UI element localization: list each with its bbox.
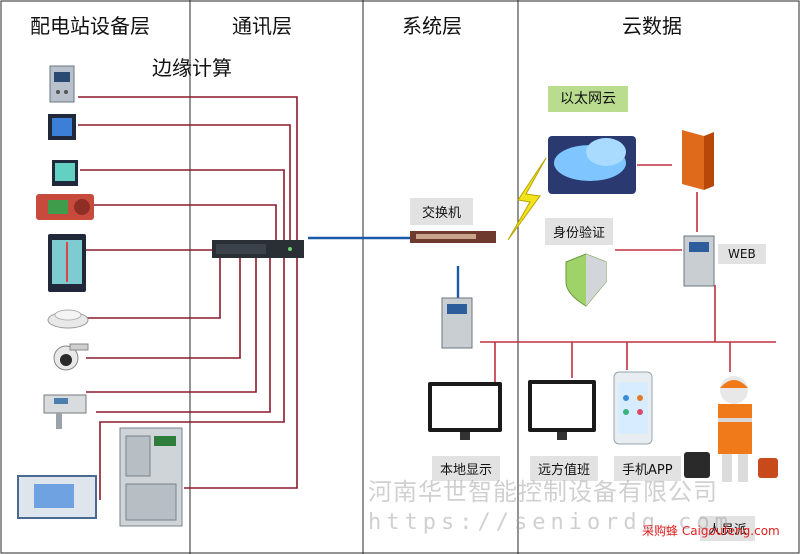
monitor-unit-icon: [17, 475, 97, 519]
wire-1: [78, 96, 298, 240]
header-communication-layer: 通讯层: [232, 14, 292, 38]
wire-3: [80, 169, 285, 240]
wire-7: [86, 258, 241, 359]
multifunction-meter-icon: [52, 160, 78, 186]
ethernet-cloud-label: 以太网云: [548, 86, 628, 112]
protection-relay-icon: [49, 65, 75, 103]
header-device-layer: 配电站设备层: [30, 14, 150, 38]
web-server-icon: [683, 235, 715, 287]
network-switch-icon: [410, 231, 496, 243]
auth-label: 身份验证: [545, 218, 614, 245]
wire-6: [86, 258, 221, 319]
wire-9: [96, 258, 271, 413]
remote-monitor-icon: [528, 380, 596, 440]
wire-2: [78, 124, 291, 240]
edge-computing-label: 边缘计算: [152, 56, 232, 80]
blue-links: [308, 236, 460, 298]
switch-label: 交换机: [410, 198, 474, 225]
web-label: WEB: [718, 244, 766, 264]
remote-duty-label: 远方值班: [530, 456, 599, 481]
humidity-sensor-icon: [43, 394, 87, 429]
wire-11: [184, 258, 298, 489]
edge-gateway-icon: [212, 240, 304, 258]
local-server-icon: [441, 297, 473, 349]
smartphone-icon: [613, 371, 653, 445]
header-system-layer: 系统层: [402, 14, 462, 38]
header-cloud-data: 云数据: [622, 14, 682, 38]
switchgear-cabinet-icon: [119, 427, 183, 527]
display-panel-icon: [48, 234, 86, 292]
local-monitor-icon: [428, 382, 502, 440]
lightning-icon: [507, 157, 547, 241]
device-wires: [78, 96, 298, 500]
wire-4: [82, 204, 277, 240]
local-display-label: 本地显示: [432, 456, 501, 481]
watermark-site: https://seniordq.com: [368, 510, 733, 535]
maintenance-worker-icon: [684, 376, 778, 482]
cloud-icon: [548, 136, 636, 194]
wire-10: [99, 258, 285, 500]
camera-icon: [53, 343, 89, 371]
power-meter-icon: [48, 114, 76, 140]
temperature-sensor-icon: [36, 194, 94, 220]
smoke-detector-icon: [47, 309, 89, 329]
mobile-app-label: 手机APP: [614, 456, 681, 481]
wire-8: [86, 258, 257, 393]
shield-icon: [565, 253, 607, 307]
system-wires: [480, 164, 776, 382]
watermark-company: 河南华世智能控制设备有限公司: [368, 478, 718, 506]
firewall-icon: [682, 130, 714, 190]
watermark-brand: 采购蜂 Caigoufeng.com: [642, 524, 780, 538]
staff-dispatch-label: 人员派: [700, 516, 756, 541]
